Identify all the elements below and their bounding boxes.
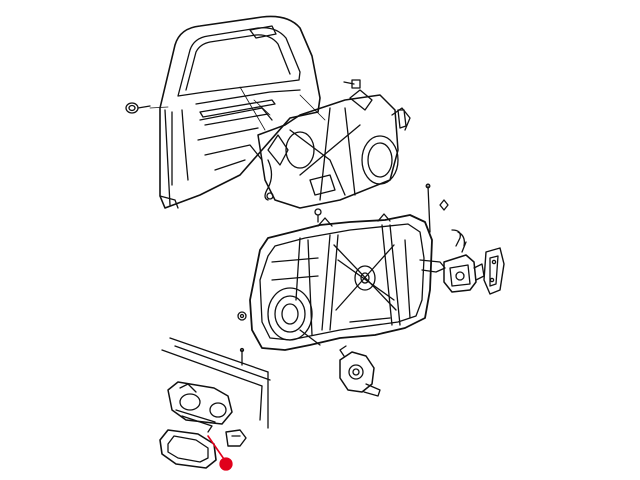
exterior-handle-bezel xyxy=(159,429,217,469)
window-motor xyxy=(339,345,381,397)
fastener-rod xyxy=(425,183,431,233)
window-regulator-module xyxy=(249,213,446,351)
screw-icon xyxy=(125,102,151,114)
screw-icon xyxy=(237,311,247,321)
latch-bracket xyxy=(483,247,505,295)
screw-icon xyxy=(343,79,361,89)
door-trim-panel xyxy=(257,89,411,209)
callout-marker xyxy=(207,435,233,471)
door-shell xyxy=(159,15,321,209)
exterior-handle-bracket xyxy=(167,381,233,433)
handle-cap xyxy=(225,429,247,447)
screw-icon xyxy=(314,208,322,223)
screw-icon xyxy=(439,199,449,211)
leader-lines xyxy=(149,86,326,131)
door-latch xyxy=(443,231,485,293)
latch-rod xyxy=(451,229,461,247)
door-lower-section xyxy=(161,337,271,429)
